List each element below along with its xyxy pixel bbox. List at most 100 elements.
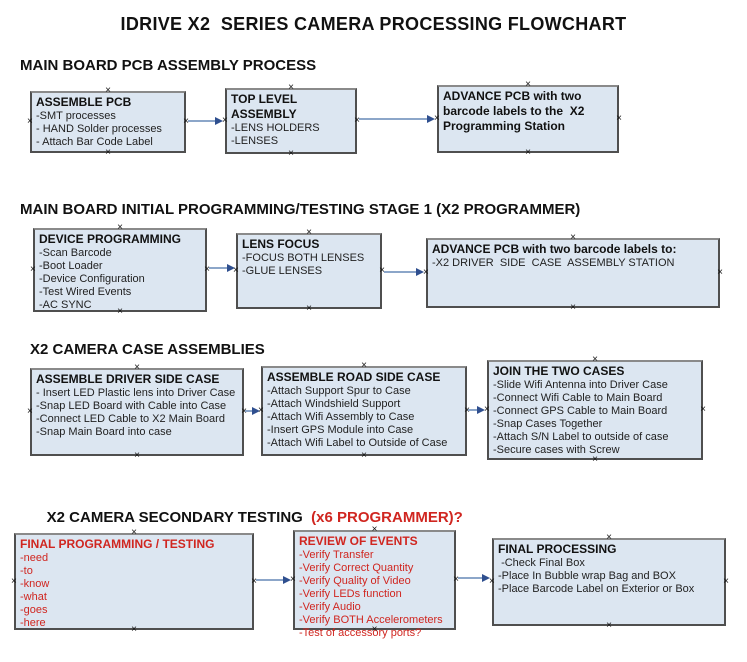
- box-title: ADVANCE PCB with two barcode labels to t…: [443, 89, 588, 133]
- box-item: -Connect GPS Cable to Main Board: [493, 405, 668, 417]
- box-item: -Place In Bubble wrap Bag and BOX: [498, 570, 676, 582]
- box-item: -Verify LEDs function: [299, 588, 402, 600]
- box-item: -Verify BOTH Accelerometers: [299, 614, 443, 626]
- flow-arrow[interactable]: [245, 407, 260, 415]
- section-heading-red-text: (x6 PROGRAMMER)?: [311, 509, 463, 526]
- box-items: -Scan Barcode-Boot Loader-Device Configu…: [39, 247, 201, 312]
- box-items: -X2 DRIVER SIDE CASE ASSEMBLY STATION: [432, 257, 714, 270]
- flow-arrow[interactable]: [188, 117, 223, 125]
- arrow-head-icon: [252, 407, 260, 415]
- box-title: ASSEMBLE ROAD SIDE CASE: [267, 370, 441, 384]
- box-item: -here: [20, 617, 46, 629]
- connection-point-icon: ×: [717, 267, 723, 278]
- box-title: DEVICE PROGRAMMING: [39, 232, 182, 246]
- connection-point-icon: ×: [606, 620, 612, 631]
- box-title: TOP LEVEL ASSEMBLY: [231, 92, 300, 121]
- flow-arrow[interactable]: [458, 574, 490, 582]
- box-item: -Test Wired Events: [39, 286, 132, 298]
- box-item: -Insert GPS Module into Case: [267, 424, 414, 436]
- box-item: - Insert LED Plastic lens into Driver Ca…: [36, 387, 236, 399]
- box-items: - Insert LED Plastic lens into Driver Ca…: [36, 387, 238, 439]
- flow-arrow[interactable]: [256, 576, 291, 584]
- flow-box-final-processing[interactable]: FINAL PROCESSING -Check Final Box-Place …: [489, 533, 729, 631]
- box-item: -Attach Wifi Assembly to Case: [267, 411, 415, 423]
- box-item: -to: [20, 565, 33, 577]
- connection-point-icon: ×: [570, 302, 576, 313]
- box-item: -know: [20, 578, 50, 590]
- box-item: -GLUE LENSES: [242, 265, 323, 277]
- flow-arrow[interactable]: [384, 268, 424, 276]
- box-item: -Attach Support Spur to Case: [267, 385, 411, 397]
- arrow-line: [256, 579, 285, 581]
- arrow-line: [468, 409, 479, 411]
- flow-arrow[interactable]: [468, 406, 485, 414]
- box-item: -Attach S/N Label to outside of case: [493, 431, 669, 443]
- flow-box-advance-pcb-programming-station[interactable]: ADVANCE PCB with two barcode labels to t…: [434, 80, 622, 158]
- connection-point-icon: ×: [306, 303, 312, 314]
- box-title: LENS FOCUS: [242, 237, 320, 251]
- box-item: -Attach Wifi Label to Outside of Case: [267, 437, 448, 449]
- arrow-head-icon: [283, 576, 291, 584]
- connection-point-icon: ×: [525, 147, 531, 158]
- connection-point-icon: ×: [288, 148, 294, 159]
- connection-point-icon: ×: [700, 404, 706, 415]
- box-item: -Verify Audio: [299, 601, 361, 613]
- flow-arrow[interactable]: [359, 115, 435, 123]
- box-item: -LENS HOLDERS: [231, 122, 320, 134]
- flow-arrow[interactable]: [209, 264, 235, 272]
- section-heading-pcb-assembly: MAIN BOARD PCB ASSEMBLY PROCESS: [20, 57, 317, 74]
- box-item: -Place Barcode Label on Exterior or Box: [498, 583, 695, 595]
- flow-box-lens-focus[interactable]: LENS FOCUS -FOCUS BOTH LENSES-GLUE LENSE…: [233, 228, 385, 314]
- box-item: -Attach Windshield Support: [267, 398, 401, 410]
- box-item: -Secure cases with Screw: [493, 444, 620, 456]
- box-item: -Verify Quality of Video: [299, 575, 411, 587]
- flow-box-device-programming[interactable]: DEVICE PROGRAMMING -Scan Barcode-Boot Lo…: [30, 223, 210, 317]
- arrow-line: [209, 267, 229, 269]
- arrow-line: [384, 271, 418, 273]
- box-item: -need: [20, 552, 49, 564]
- box-item: -Connect LED Cable to X2 Main Board: [36, 413, 225, 425]
- box-item: -LENSES: [231, 135, 279, 147]
- arrow-head-icon: [482, 574, 490, 582]
- box-title: REVIEW OF EVENTS: [299, 534, 418, 548]
- box-item: -goes: [20, 604, 48, 616]
- section-heading-case-assemblies: X2 CAMERA CASE ASSEMBLIES: [30, 341, 265, 358]
- box-item: -FOCUS BOTH LENSES: [242, 252, 365, 264]
- box-item: -Snap Main Board into case: [36, 426, 172, 438]
- page-title: IDRIVE X2 SERIES CAMERA PROCESSING FLOWC…: [120, 14, 627, 34]
- box-item: -AC SYNC: [39, 299, 92, 311]
- box-item: -what: [20, 591, 47, 603]
- box-item: -Scan Barcode: [39, 247, 112, 259]
- box-title: ASSEMBLE PCB: [36, 95, 132, 109]
- arrow-line: [245, 410, 254, 412]
- connection-point-icon: ×: [27, 116, 33, 127]
- arrow-head-icon: [427, 115, 435, 123]
- box-item: -Boot Loader: [39, 260, 103, 272]
- flow-box-assemble-driver-side-case[interactable]: ASSEMBLE DRIVER SIDE CASE - Insert LED P…: [27, 363, 247, 461]
- flow-box-final-programming-testing[interactable]: FINAL PROGRAMMING / TESTING -need-to-kno…: [11, 528, 257, 635]
- flow-box-assemble-pcb[interactable]: ASSEMBLE PCB -SMT processes- HAND Solder…: [27, 86, 189, 158]
- connection-point-icon: ×: [11, 575, 17, 587]
- box-item: -Connect Wifi Cable to Main Board: [493, 392, 663, 404]
- box-item: -SMT processes: [36, 110, 116, 122]
- section-heading-text: X2 CAMERA SECONDARY TESTING: [46, 509, 312, 526]
- connection-point-icon: ×: [105, 147, 111, 158]
- flow-box-top-level-assembly[interactable]: TOP LEVEL ASSEMBLY -LENS HOLDERS-LENSES …: [222, 83, 360, 159]
- flow-box-advance-pcb-driver-side-station[interactable]: ADVANCE PCB with two barcode labels to: …: [423, 233, 723, 313]
- box-items: -SMT processes- HAND Solder processes- A…: [36, 110, 180, 149]
- box-title: FINAL PROGRAMMING / TESTING: [20, 537, 215, 551]
- box-title: JOIN THE TWO CASES: [493, 364, 625, 378]
- flow-box-review-of-events[interactable]: REVIEW OF EVENTS -Verify Transfer -Verify…: [290, 525, 459, 640]
- flow-box-assemble-road-side-case[interactable]: ASSEMBLE ROAD SIDE CASE -Attach Support …: [258, 361, 470, 461]
- arrow-head-icon: [477, 406, 485, 414]
- box-item: -Verify Transfer: [299, 549, 374, 561]
- connection-point-icon: ×: [134, 450, 140, 461]
- flow-box-join-the-two-cases[interactable]: JOIN THE TWO CASES -Slide Wifi Antenna i…: [484, 355, 706, 465]
- connection-point-icon: ×: [27, 406, 33, 417]
- box-title: FINAL PROCESSING: [498, 542, 617, 556]
- box-items: -need-to-know-what-goes-here: [20, 552, 248, 630]
- section-heading-initial-programming: MAIN BOARD INITIAL PROGRAMMING/TESTING S…: [20, 201, 581, 218]
- box-title: ASSEMBLE DRIVER SIDE CASE: [36, 372, 220, 386]
- arrow-line: [458, 577, 484, 579]
